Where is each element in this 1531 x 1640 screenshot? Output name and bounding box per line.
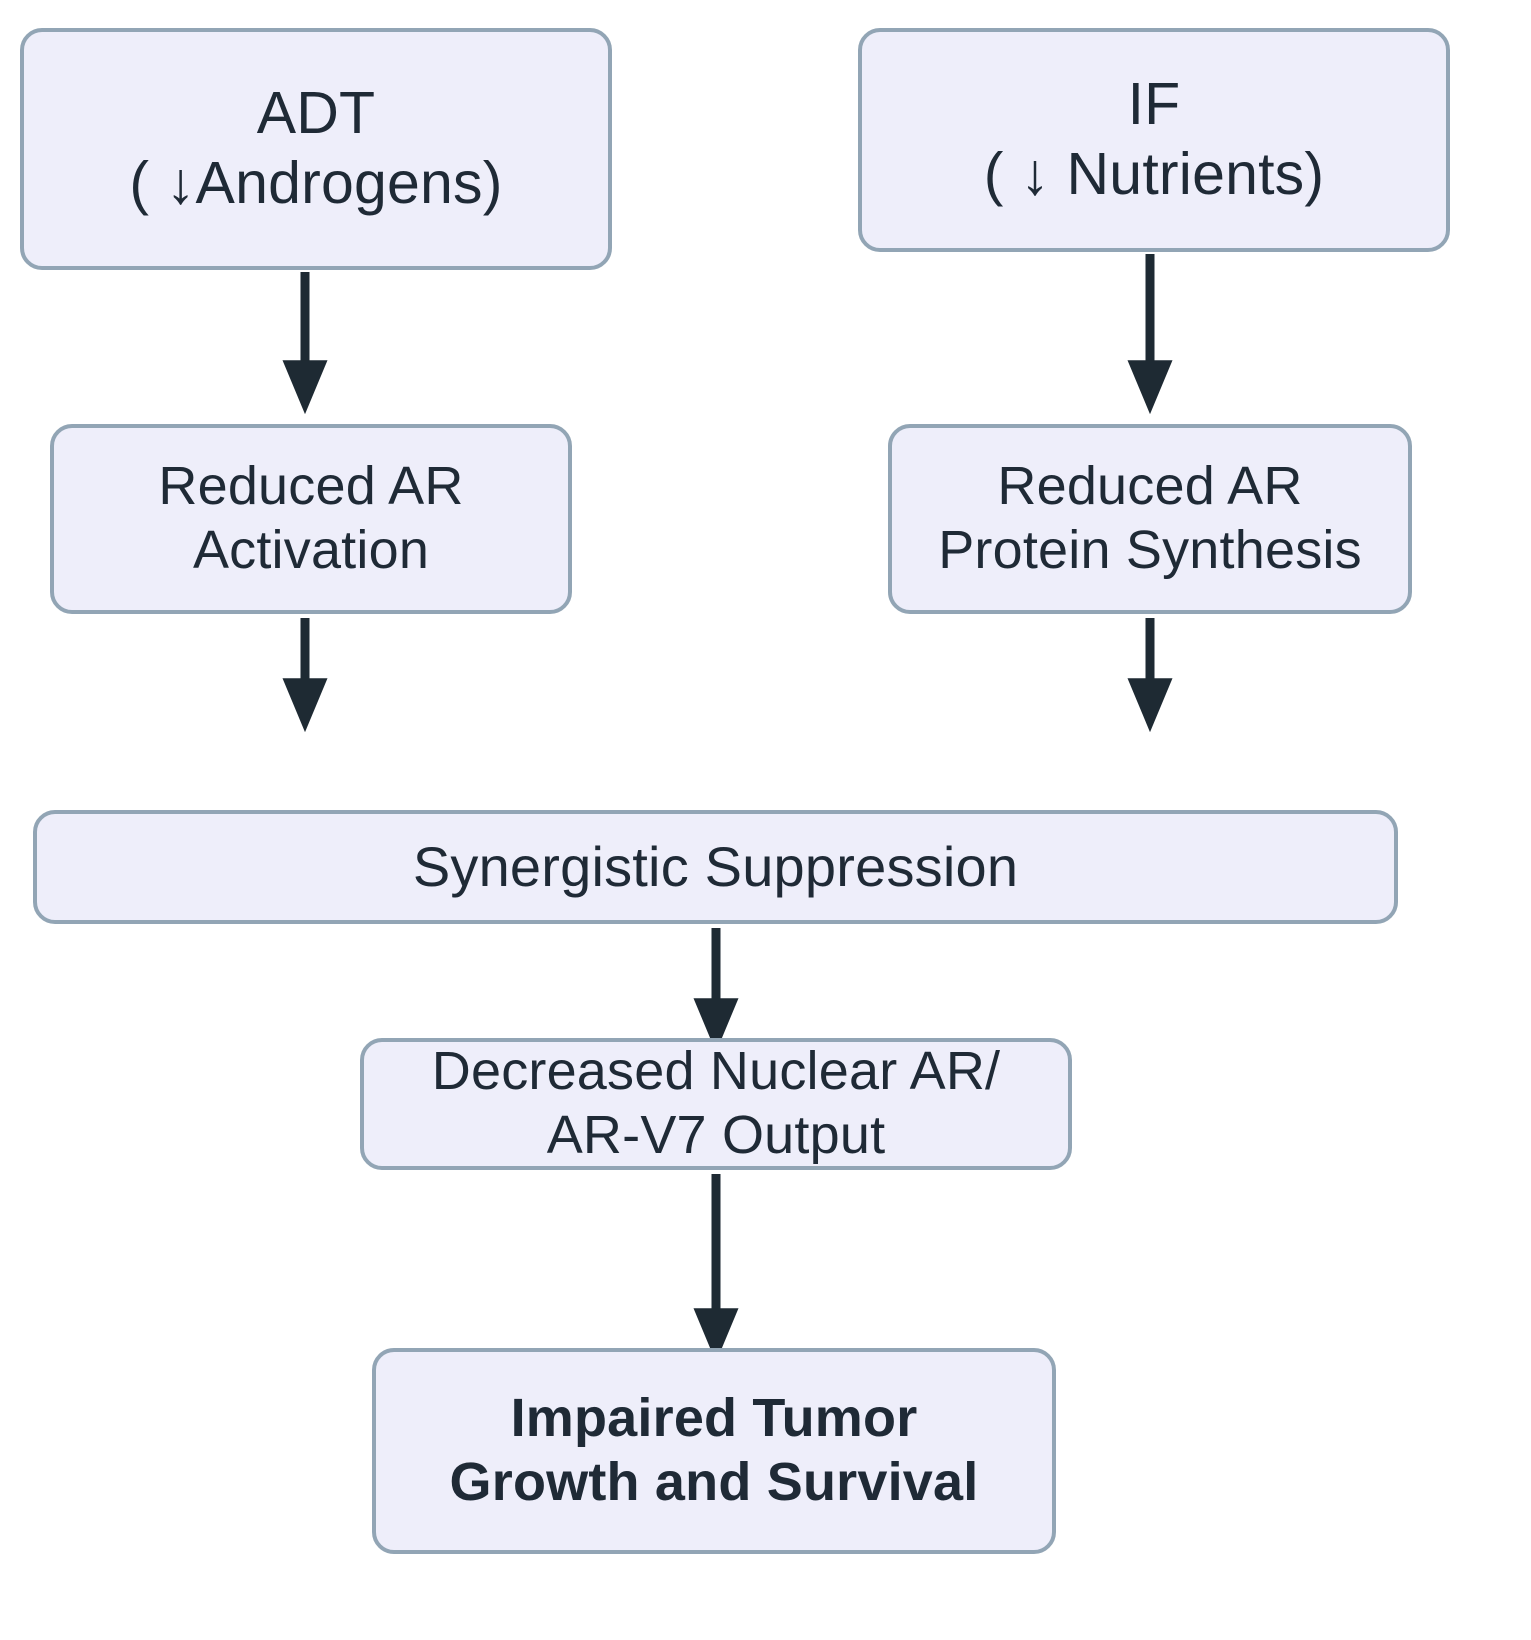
node-impaired-tumor-growth[interactable]: Impaired Tumor Growth and Survival	[372, 1348, 1056, 1554]
node-adt-label: ADT ( ↓Androgens)	[129, 80, 503, 216]
node-decreased-nuclear-ar-output[interactable]: Decreased Nuclear AR/ AR-V7 Output	[360, 1038, 1072, 1170]
node-impaired-tumor-growth-label: Impaired Tumor Growth and Survival	[449, 1388, 979, 1512]
node-synergistic-suppression[interactable]: Synergistic Suppression	[33, 810, 1398, 924]
node-adt[interactable]: ADT ( ↓Androgens)	[20, 28, 612, 270]
node-reduced-ar-protein-synthesis[interactable]: Reduced AR Protein Synthesis	[888, 424, 1412, 614]
node-synergistic-suppression-label: Synergistic Suppression	[412, 834, 1019, 898]
node-reduced-ar-activation-label: Reduced AR Activation	[158, 456, 464, 580]
node-reduced-ar-activation[interactable]: Reduced AR Activation	[50, 424, 572, 614]
node-reduced-ar-protein-synthesis-label: Reduced AR Protein Synthesis	[938, 456, 1362, 580]
node-if[interactable]: IF ( ↓ Nutrients)	[858, 28, 1450, 252]
node-decreased-nuclear-ar-output-label: Decreased Nuclear AR/ AR-V7 Output	[431, 1041, 1001, 1165]
node-if-label: IF ( ↓ Nutrients)	[983, 71, 1325, 207]
